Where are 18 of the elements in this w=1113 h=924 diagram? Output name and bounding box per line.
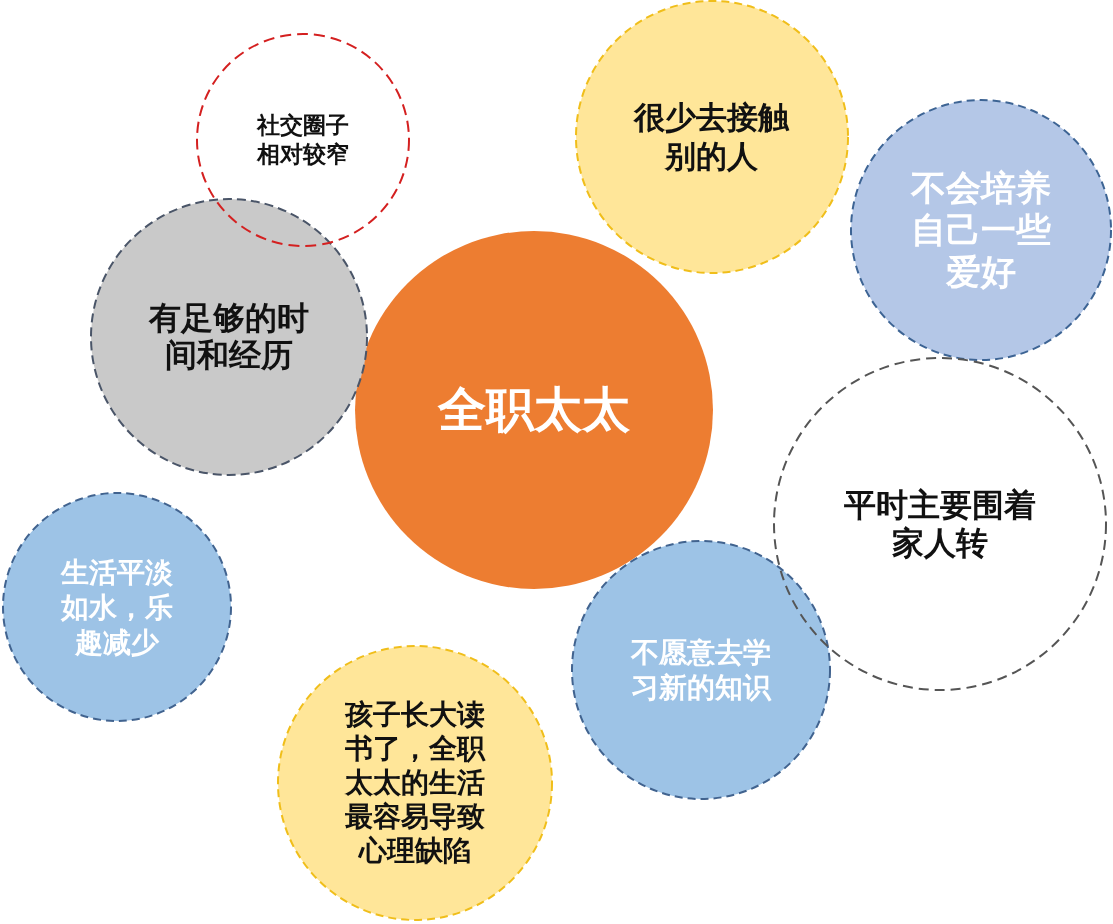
dashed-circle	[850, 99, 1112, 361]
center-circle	[355, 231, 713, 589]
dashed-circle	[196, 33, 410, 247]
circle-text: 不会培养自己一些爱好	[909, 167, 1052, 293]
dashed-circle	[90, 198, 368, 476]
circle-text: 不愿意去学习新的知识	[630, 635, 773, 705]
circle-text: 孩子长大读书了，全职太太的生活最容易导致心理缺陷	[344, 697, 487, 869]
dashed-circle	[575, 0, 849, 274]
circle-text: 社交圈子相对较窄	[255, 111, 350, 169]
circle-text: 很少去接触别的人	[632, 98, 791, 176]
circle-text: 有足够的时间和经历	[147, 300, 310, 374]
circle-text: 生活平淡如水，乐趣减少	[59, 554, 174, 660]
dashed-circle	[773, 357, 1107, 691]
dashed-circle	[2, 492, 232, 722]
circle-text: 全职太太	[436, 381, 631, 439]
dashed-circle	[571, 540, 831, 800]
dashed-circle	[277, 645, 553, 921]
circle-text: 平时主要围着家人转	[843, 485, 1037, 563]
